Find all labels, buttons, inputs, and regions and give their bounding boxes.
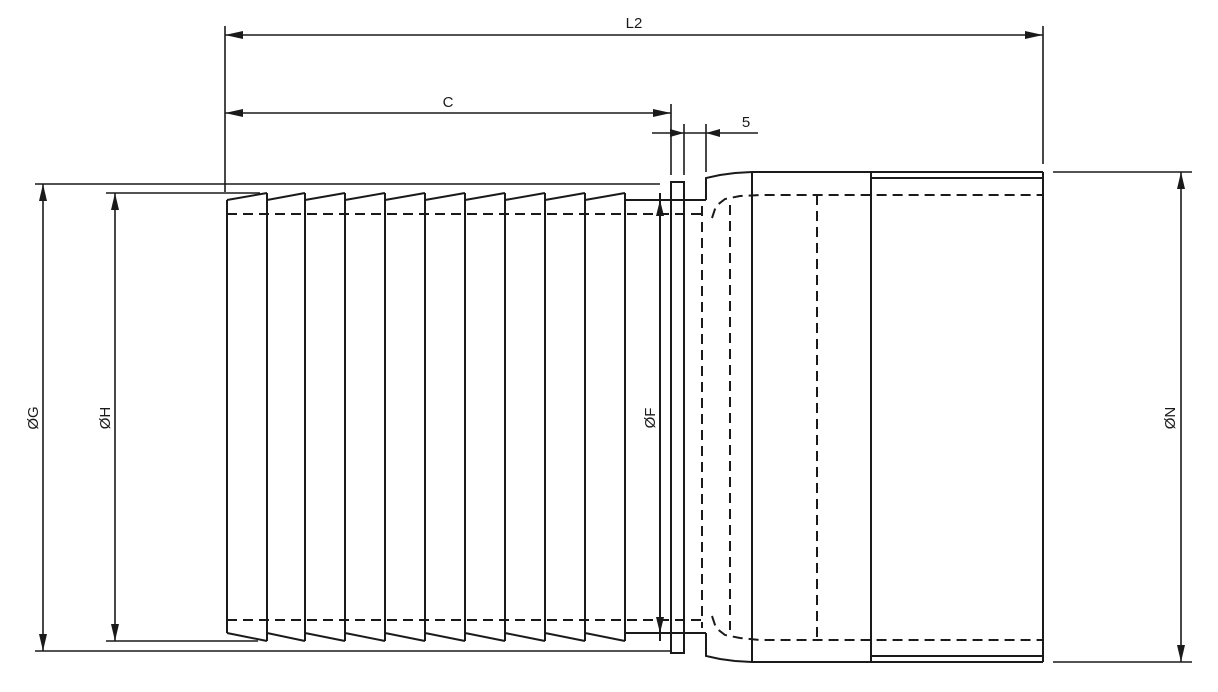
dimension-C: C (225, 94, 672, 175)
socket-body (701, 171, 1044, 663)
dimension-gap-5: 5 (652, 114, 758, 175)
label-L2: L2 (626, 15, 643, 32)
dimension-N: ØN (1053, 171, 1192, 663)
label-H: ØH (97, 407, 114, 430)
collar (659, 181, 685, 654)
label-G: ØG (25, 406, 42, 429)
dimension-G: ØG (25, 183, 670, 652)
label-F: ØF (642, 408, 659, 429)
label-5: 5 (742, 114, 750, 131)
dimension-L2: L2 (224, 15, 1044, 192)
corrugated-spigot (226, 192, 706, 642)
label-N: ØN (1162, 407, 1179, 430)
dimension-H: ØH (97, 192, 260, 642)
dimension-F: ØF (642, 200, 664, 633)
label-C: C (443, 94, 454, 111)
